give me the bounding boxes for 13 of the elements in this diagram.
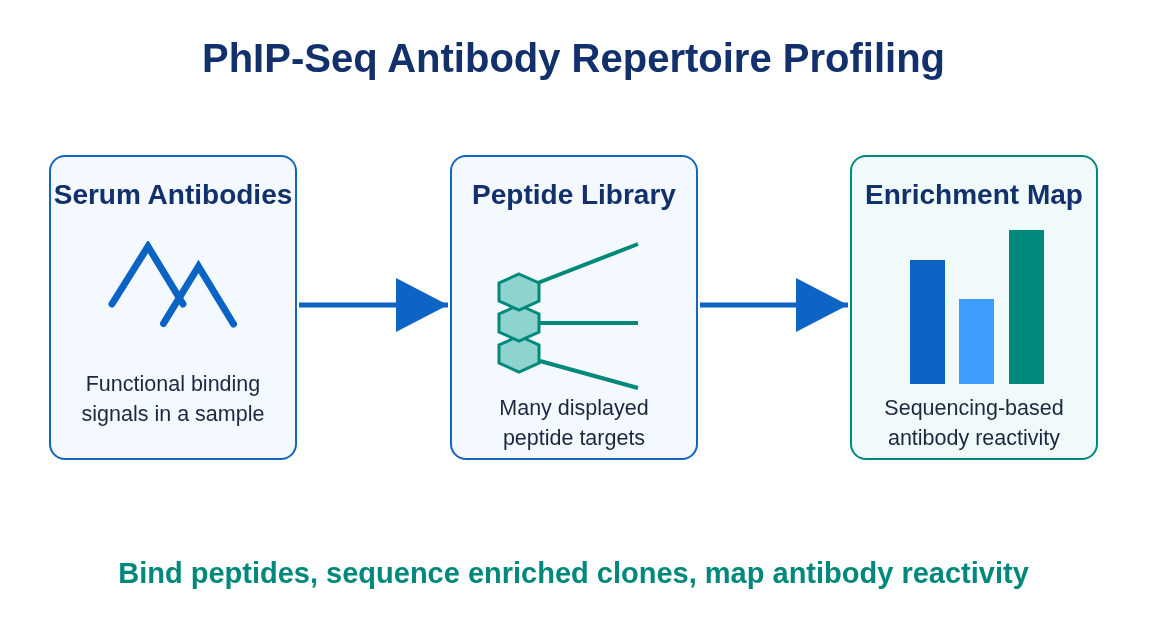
process-box [450,155,698,460]
box-heading: Enrichment Map [865,178,1083,212]
process-box [850,155,1098,460]
box-heading: Peptide Library [472,178,676,212]
process-box [49,155,297,460]
box-description: Many displayed peptide targets [498,395,650,452]
arrow [299,278,448,332]
diagram-caption: Bind peptides, sequence enriched clones, map antibody reactivity [118,556,1029,591]
arrow [700,278,848,332]
box-description: Sequencing-based antibody reactivity [883,395,1065,452]
box-heading: Serum Antibodies [53,178,293,212]
diagram-title: PhIP-Seq Antibody Repertoire Profiling [202,35,945,81]
box-description: Functional binding signals in a sample [80,371,266,428]
